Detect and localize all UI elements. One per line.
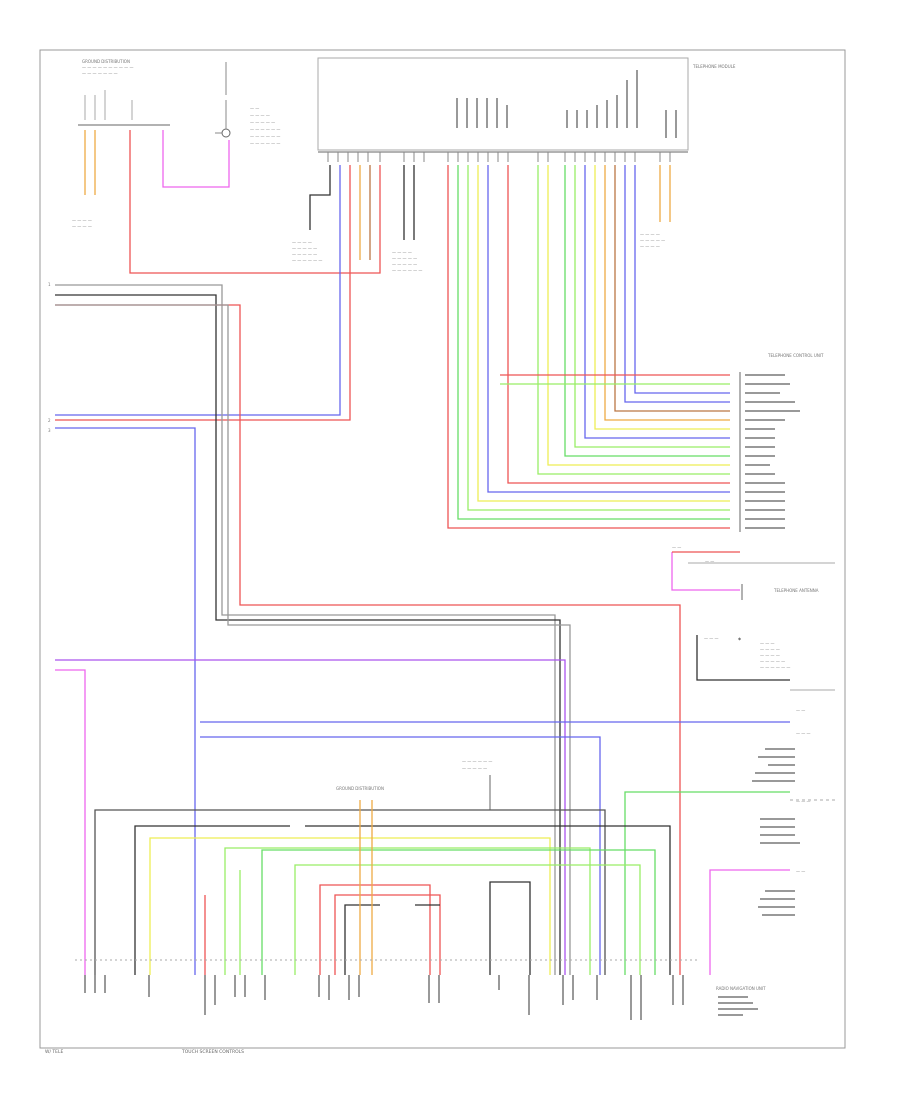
svg-text:— —: — — bbox=[796, 869, 805, 874]
svg-text:— — — — — —: — — — — — — bbox=[250, 141, 280, 146]
telephone-antenna: — — — — TELEPHONE ANTENNA bbox=[671, 545, 835, 600]
svg-text:— — — —: — — — — bbox=[72, 224, 92, 229]
svg-text:— — —: — — — bbox=[704, 636, 719, 641]
ground-distribution-bottom: GROUND DISTRIBUTION — — — — — — — — — — … bbox=[336, 759, 492, 810]
telephone-module-label: TELEPHONE MODULE bbox=[692, 64, 736, 69]
svg-text:— — — —: — — — — bbox=[72, 218, 92, 223]
svg-text:— — — — — —: — — — — — — bbox=[292, 258, 322, 263]
ground-distribution-top-label: GROUND DISTRIBUTION bbox=[82, 59, 130, 64]
radio-navigation-unit-label: RADIO NAVIGATION UNIT bbox=[716, 986, 766, 991]
svg-text:— — — —: — — — — bbox=[292, 240, 312, 245]
telephone-control-unit: TELEPHONE CONTROL UNIT bbox=[739, 353, 824, 532]
svg-text:3: 3 bbox=[48, 428, 51, 433]
svg-text:— — —: — — — bbox=[796, 799, 811, 804]
svg-text:— — — — — —: — — — — — — bbox=[392, 268, 422, 273]
svg-text:— — — — —: — — — — — bbox=[640, 238, 665, 243]
telephone-antenna-label: TELEPHONE ANTENNA bbox=[773, 588, 819, 593]
svg-text:— — — — — — — — — —: — — — — — — — — — — bbox=[82, 65, 133, 70]
svg-text:1: 1 bbox=[48, 282, 51, 287]
telephone-module-box bbox=[317, 57, 689, 151]
svg-text:— —: — — bbox=[796, 708, 805, 713]
diagram-frame bbox=[39, 49, 846, 1049]
svg-text:— — — —: — — — — bbox=[760, 653, 780, 658]
svg-text:— — — — — —: — — — — — — bbox=[250, 134, 280, 139]
svg-text:— — — — — —: — — — — — — bbox=[760, 665, 790, 670]
module-pin-labels bbox=[456, 70, 677, 138]
bottom-pin-labels bbox=[84, 975, 684, 1020]
svg-text:— — — — —: — — — — — bbox=[392, 256, 417, 261]
svg-text:◆: ◆ bbox=[738, 636, 742, 641]
svg-text:— — — — —: — — — — — bbox=[760, 659, 785, 664]
svg-text:— — — —: — — — — bbox=[760, 647, 780, 652]
svg-text:— — — — —: — — — — — bbox=[292, 246, 317, 251]
svg-text:— — — —: — — — — bbox=[640, 232, 660, 237]
svg-text:— —: — — bbox=[250, 106, 259, 111]
svg-text:— —: — — bbox=[672, 545, 681, 550]
ground-distribution-top: GROUND DISTRIBUTION — — — — — — — — — — … bbox=[72, 59, 170, 229]
module-pins bbox=[327, 152, 671, 162]
page-footer-center: TOUCH SCREEN CONTROLS bbox=[181, 1049, 244, 1055]
svg-text:2: 2 bbox=[48, 418, 51, 423]
telephone-control-unit-label: TELEPHONE CONTROL UNIT bbox=[767, 353, 824, 358]
svg-text:— —: — — bbox=[705, 559, 714, 564]
page-footer-left: W/ TELE bbox=[45, 1049, 63, 1055]
ground-distribution-bottom-label: GROUND DISTRIBUTION bbox=[336, 786, 384, 791]
svg-text:— — —: — — — bbox=[760, 641, 775, 646]
svg-text:— — — —: — — — — bbox=[250, 113, 270, 118]
svg-text:— — — — —: — — — — — bbox=[292, 252, 317, 257]
svg-text:— — — —: — — — — bbox=[392, 250, 412, 255]
svg-text:— — — — — —: — — — — — — bbox=[462, 759, 492, 764]
radio-navigation-unit: RADIO NAVIGATION UNIT bbox=[75, 959, 766, 1016]
svg-text:— — — —: — — — — bbox=[640, 244, 660, 249]
fuse-icon: — — — — — — — — — — — — — — — — — — — — … bbox=[215, 62, 280, 146]
svg-text:— — — — — —: — — — — — — bbox=[250, 127, 280, 132]
svg-text:— — — — —: — — — — — bbox=[250, 120, 275, 125]
svg-text:— — — — —: — — — — — bbox=[392, 262, 417, 267]
svg-text:— — — — — — —: — — — — — — — bbox=[82, 71, 118, 76]
svg-text:— — —: — — — bbox=[796, 731, 811, 736]
svg-text:— — — — —: — — — — — bbox=[462, 766, 487, 771]
